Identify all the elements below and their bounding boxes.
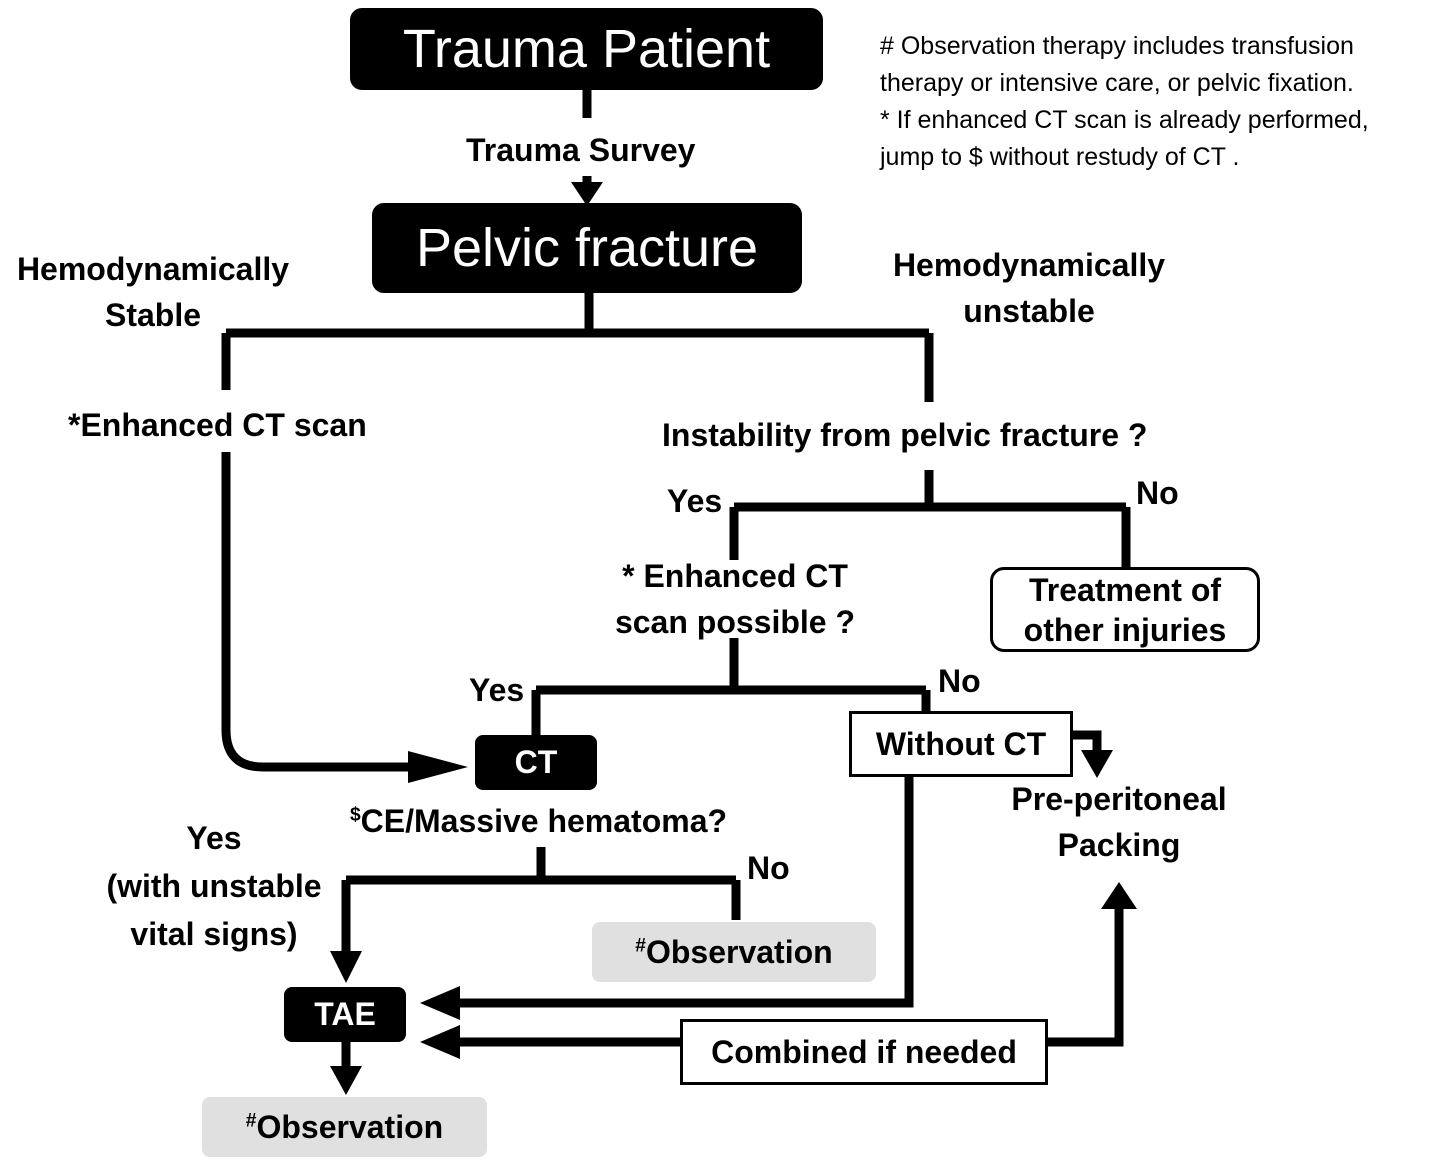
arrowhead-without-ct-to-tae xyxy=(420,986,460,1020)
connector-without-ct-to-packing xyxy=(1071,730,1102,752)
observation-node-right: #Observation xyxy=(592,922,876,982)
trauma-patient-node: Trauma Patient xyxy=(350,8,823,90)
ce-question-label: $CE/Massive hematoma? xyxy=(350,798,727,844)
packing-line: Packing xyxy=(1057,827,1181,863)
footnote-line: # Observation therapy includes transfusi… xyxy=(880,32,1354,60)
arrowhead-combined-to-tae xyxy=(420,1025,460,1059)
arrowhead-to-packing xyxy=(1081,750,1113,778)
connector-without-ct-to-tae xyxy=(455,776,914,1008)
footnote-line: jump to $ without restudy of CT . xyxy=(880,143,1240,171)
observation-text: Observation xyxy=(256,1108,444,1145)
tae-text: TAE xyxy=(314,996,376,1032)
without-ct-text: Without CT xyxy=(875,725,1047,762)
connector-pelvic-split xyxy=(226,292,929,338)
yes-unstable-line: Yes xyxy=(186,820,242,856)
observation-text: Observation xyxy=(645,933,833,970)
observation-superscript: # xyxy=(245,1109,257,1131)
footnote-line: * If enhanced CT scan is already perform… xyxy=(880,106,1369,134)
ct-text: CT xyxy=(514,744,558,780)
combined-text: Combined if needed xyxy=(711,1033,1017,1070)
hemodynamically-unstable-label: Hemodynamically unstable xyxy=(880,242,1178,334)
tae-node: TAE xyxy=(284,987,406,1042)
connector-stable-to-ct xyxy=(221,452,412,772)
ct-possible-line: scan possible ? xyxy=(614,604,856,640)
observation-node-bottom: #Observation xyxy=(202,1097,487,1157)
treatment-line: other injuries xyxy=(1023,611,1227,648)
combined-if-needed-node: Combined if needed xyxy=(680,1019,1048,1085)
ce-superscript: $ xyxy=(350,804,361,826)
ct-possible-yes-label: Yes xyxy=(469,672,525,708)
treatment-other-injuries-node: Treatment of other injuries xyxy=(990,567,1260,652)
connector-ce-split xyxy=(341,847,741,953)
packing-line: Pre-peritoneal xyxy=(1011,781,1227,817)
hemo-unstable-line: Hemodynamically xyxy=(892,247,1166,283)
arrowhead-tae-to-observation xyxy=(330,1066,362,1095)
pelvic-fracture-node: Pelvic fracture xyxy=(372,203,802,293)
pre-peritoneal-packing-node: Pre-peritoneal Packing xyxy=(996,776,1242,868)
yes-unstable-line: vital signs) xyxy=(130,916,298,952)
yes-unstable-line: (with unstable xyxy=(106,868,322,904)
pelvic-fracture-text: Pelvic fracture xyxy=(415,218,759,278)
trauma-survey-label: Trauma Survey xyxy=(466,132,696,168)
ct-node: CT xyxy=(475,735,597,790)
connector-instability-split xyxy=(729,470,1131,568)
hemo-stable-line: Hemodynamically xyxy=(16,251,290,287)
arrowhead-to-ct xyxy=(408,751,468,783)
ce-question-text: CE/Massive hematoma? xyxy=(360,803,728,839)
trauma-patient-text: Trauma Patient xyxy=(402,19,771,79)
hemodynamically-stable-label: Hemodynamically Stable xyxy=(5,246,301,338)
connector-ct-possible-split xyxy=(531,638,931,735)
instability-question-label: Instability from pelvic fracture ? xyxy=(662,417,1148,453)
connector-combined-to-packing xyxy=(1047,905,1124,1047)
footnote-line: therapy or intensive care, or pelvic fix… xyxy=(880,69,1354,97)
hemo-unstable-line: unstable xyxy=(963,293,1095,329)
instability-no-label: No xyxy=(1136,475,1179,511)
footnotes: # Observation therapy includes transfusi… xyxy=(880,28,1369,176)
arrowhead-combined-to-packing xyxy=(1101,882,1137,909)
ct-possible-line: * Enhanced CT xyxy=(622,558,848,594)
ce-no-label: No xyxy=(747,850,790,886)
arrowhead-trauma-survey xyxy=(571,182,603,206)
hemo-stable-line: Stable xyxy=(104,297,202,333)
without-ct-node: Without CT xyxy=(849,711,1073,777)
yes-unstable-vitals-label: Yes (with unstable vital signs) xyxy=(94,814,334,958)
observation-superscript: # xyxy=(635,934,646,956)
treatment-line: Treatment of xyxy=(1028,571,1222,608)
ct-possible-no-label: No xyxy=(938,663,981,699)
ct-possible-question-label: * Enhanced CT scan possible ? xyxy=(604,553,866,645)
instability-yes-label: Yes xyxy=(667,483,723,519)
enhanced-ct-scan-label: *Enhanced CT scan xyxy=(68,407,367,443)
arrowhead-ce-yes xyxy=(330,951,362,983)
